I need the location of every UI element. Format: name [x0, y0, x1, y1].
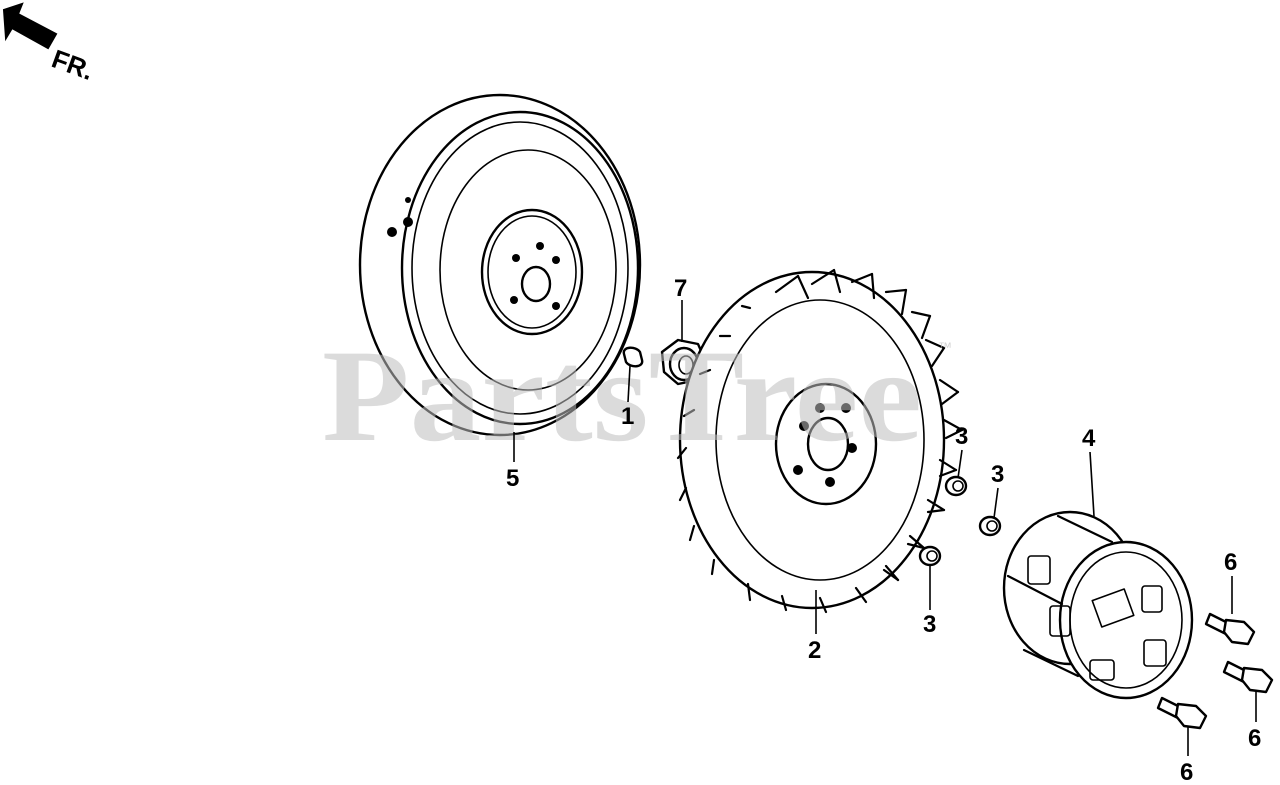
collar-part-b [978, 515, 1002, 537]
callout-6-right: 6 [1248, 725, 1261, 752]
starter-pulley-part [1002, 510, 1194, 700]
watermark-text: PartsTree [322, 322, 922, 469]
callout-1: 1 [621, 403, 634, 430]
callout-2: 2 [808, 637, 821, 664]
callout-3-right: 3 [991, 461, 1004, 488]
collar-part-c [918, 545, 942, 567]
callout-7: 7 [674, 275, 687, 302]
cooling-fan-part [676, 268, 964, 614]
front-label: FR. [48, 43, 98, 86]
callout-6-top: 6 [1224, 549, 1237, 576]
watermark: PartsTree ™ [322, 322, 952, 469]
bolt-part-b [1222, 660, 1274, 694]
bolt-part-c [1156, 696, 1208, 730]
leader-lines [513, 300, 1257, 756]
front-direction-indicator: FR. [2, 2, 98, 86]
callout-3-lower: 3 [923, 611, 936, 638]
watermark-trademark: ™ [938, 339, 952, 355]
key-part [622, 346, 644, 368]
collar-part-a [944, 475, 968, 497]
callout-4: 4 [1082, 425, 1096, 452]
callout-3-upper: 3 [955, 423, 968, 450]
flywheel-part [358, 93, 642, 437]
bolt-part-a [1204, 612, 1256, 646]
callout-5: 5 [506, 465, 519, 492]
callout-6-bottom: 6 [1180, 759, 1193, 785]
callout-labels: 7 1 5 2 3 3 3 4 6 6 6 [506, 275, 1261, 785]
front-arrow-icon [2, 2, 58, 50]
